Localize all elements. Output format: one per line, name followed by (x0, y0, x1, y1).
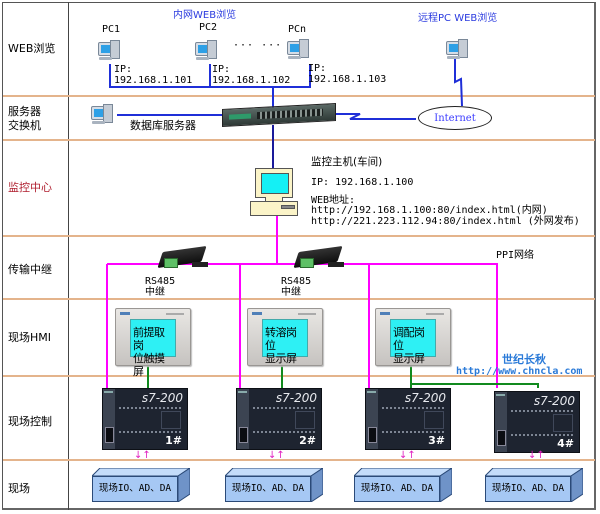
io-arrows-4: ↓↑ (528, 450, 545, 461)
pc1-ip: 192.168.1.101 (114, 75, 193, 86)
hmi-3-line2: 显示屏 (393, 352, 425, 365)
plc-4: s7-200 4# (494, 391, 580, 453)
plc-1: s7-200 1# (102, 388, 188, 450)
row-label-hmi: 现场HMI (8, 331, 52, 344)
row-label-relay: 传输中继 (8, 263, 52, 276)
host-ip: IP: 192.168.1.100 (311, 177, 414, 188)
io-arrows-3: ↓↑ (399, 450, 416, 461)
pc1-ip-label: IP: (114, 64, 133, 75)
ethernet-links (109, 58, 463, 120)
plc-4-model: s7-200 (533, 394, 575, 408)
row-label-field: 现场 (8, 482, 30, 495)
plc-1-model: s7-200 (141, 391, 183, 405)
pc2-ip-label: IP: (212, 64, 231, 75)
repeater-2-line1: RS485 (281, 276, 312, 287)
pc2-computer-icon (195, 40, 217, 64)
pc2-name: PC2 (199, 22, 218, 33)
remote-pc-computer-icon (446, 39, 468, 63)
hmi-3-screen: 调配岗位 显示屏 (390, 319, 436, 365)
url-extranet: http://221.223.112.94:80/index.html (外网发… (311, 216, 580, 227)
db-server-label: 数据库服务器 (130, 119, 196, 132)
row-divider (3, 459, 595, 461)
host-title: 监控主机(车间) (311, 156, 383, 168)
watermark-name: 世纪长秋 (502, 353, 546, 366)
row-label-web: WEB浏览 (8, 42, 56, 55)
field-io-box-3-label: 现场IO、AD、DA (354, 476, 440, 502)
ethernet-remote-to-internet (454, 58, 463, 107)
io-arrows-2: ↓↑ (268, 450, 285, 461)
hmi-panel-3: 调配岗位 显示屏 (375, 308, 451, 366)
row-divider (3, 375, 595, 377)
plc-3-model: s7-200 (404, 391, 446, 405)
row-divider (3, 235, 595, 237)
repeater-1-line2: 中继 (145, 287, 165, 298)
row-label-monitor: 监控中心 (8, 181, 52, 194)
row-label-server-line1: 服务器 (8, 105, 41, 118)
hmi3-to-plc4 (410, 362, 539, 388)
plc-3-number: 3# (428, 434, 445, 447)
hmi-1-line2: 位触摸屏 (133, 352, 165, 378)
pc1-name: PC1 (102, 24, 121, 35)
plc-1-number: 1# (165, 434, 182, 447)
hmi-1-line1: 前提取岗 (133, 326, 165, 352)
plc-2-number: 2# (299, 434, 316, 447)
hmi-links (147, 362, 539, 388)
hmi-3-line1: 调配岗位 (393, 326, 425, 352)
rs485-repeater-1-icon (156, 244, 210, 272)
url-intranet: http://192.168.1.100:80/index.html(内网) (311, 205, 548, 216)
more-pcs-ellipsis: ··· ··· (233, 40, 283, 51)
plc-3: s7-200 3# (365, 388, 451, 450)
hmi-panel-1: 前提取岗 位触摸屏 (115, 308, 191, 378)
rs485-repeater-2-icon (292, 244, 346, 272)
ppi-network-label: PPI网络 (496, 250, 535, 261)
plc-4-number: 4# (557, 437, 574, 450)
plc-2-model: s7-200 (275, 391, 317, 405)
hmi-2-line1: 转溶岗位 (265, 326, 297, 352)
db-server-computer-icon (91, 104, 113, 128)
ethernet-switch-to-internet (334, 113, 416, 120)
row-divider (3, 95, 595, 97)
intranet-web-title: 内网WEB浏览 (173, 10, 237, 21)
repeater-2-label: RS485 中继 (281, 277, 311, 299)
repeater-1-label: RS485 中继 (145, 277, 175, 299)
repeater-2-line2: 中继 (281, 287, 301, 298)
hmi-1-screen: 前提取岗 位触摸屏 (130, 319, 176, 378)
row-divider (3, 298, 595, 300)
pcn-computer-icon (287, 39, 309, 63)
field-io-box-2: 现场IO、AD、DA (225, 468, 323, 502)
io-arrows-1: ↓↑ (134, 450, 151, 461)
remote-web-title: 远程PC WEB浏览 (418, 13, 498, 24)
field-io-box-2-label: 现场IO、AD、DA (225, 476, 311, 502)
field-io-box-4: 现场IO、AD、DA (485, 468, 583, 502)
hmi-panel-2: 转溶岗位 显示屏 (247, 308, 323, 366)
watermark-url: http://www.chncla.com (456, 366, 583, 377)
pcn-name: PCn (288, 24, 307, 35)
field-io-box-1: 现场IO、AD、DA (92, 468, 190, 502)
field-io-box-3: 现场IO、AD、DA (354, 468, 452, 502)
internet-cloud: Internet (418, 106, 492, 130)
pc1-computer-icon (98, 40, 120, 64)
pcn-ip-label: IP: (308, 63, 327, 74)
row-label-control: 现场控制 (8, 415, 52, 428)
field-io-box-1-label: 现场IO、AD、DA (92, 476, 178, 502)
monitor-host-computer-icon (250, 168, 298, 216)
hmi-2-line2: 显示屏 (265, 352, 297, 365)
plc-2: s7-200 2# (236, 388, 322, 450)
hmi-2-screen: 转溶岗位 显示屏 (262, 319, 308, 365)
repeater-1-line1: RS485 (145, 276, 176, 287)
row-divider (3, 139, 595, 141)
field-io-box-4-label: 现场IO、AD、DA (485, 476, 571, 502)
diagram-frame (2, 2, 596, 510)
row-label-server: 服务器 交换机 (8, 105, 41, 133)
pcn-ip: 192.168.1.103 (308, 74, 387, 85)
pc2-ip: 192.168.1.102 (212, 75, 291, 86)
label-column-divider (68, 2, 69, 510)
row-label-server-line2: 交换机 (8, 119, 41, 132)
web-address-label: WEB地址: (311, 195, 356, 206)
